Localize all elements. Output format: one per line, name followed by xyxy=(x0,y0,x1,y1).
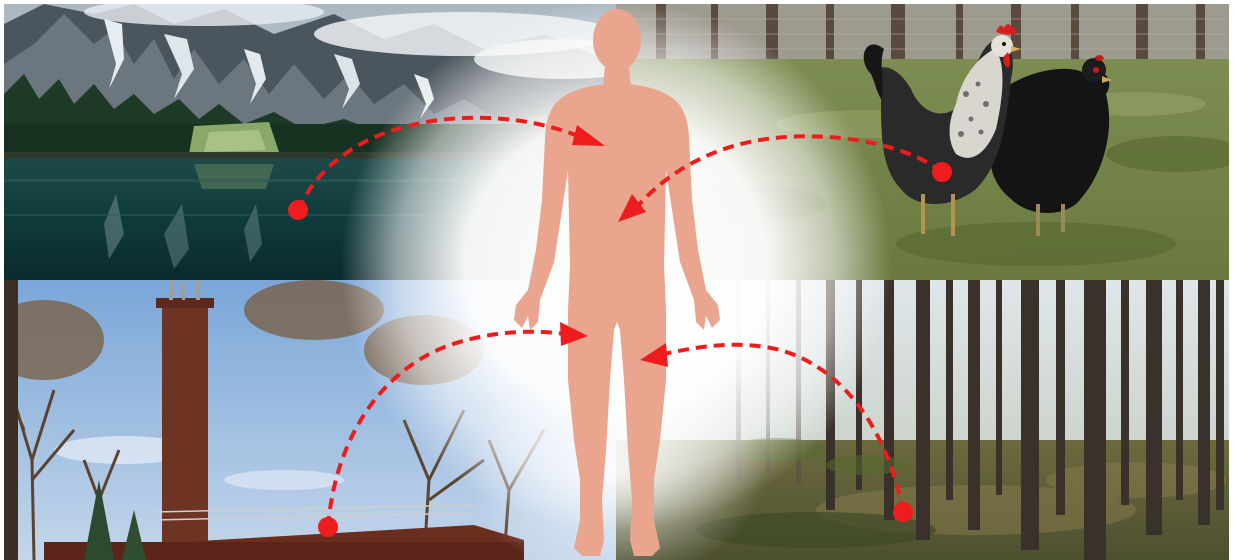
chickens-scene xyxy=(616,4,1229,280)
building-scene xyxy=(4,280,616,560)
forest-scene xyxy=(616,280,1229,560)
forest-photo-panel xyxy=(616,280,1229,560)
lake-scene xyxy=(4,4,616,280)
lake-photo-panel xyxy=(4,4,616,280)
building-photo-panel xyxy=(4,280,616,560)
chickens-photo-panel xyxy=(616,4,1229,280)
